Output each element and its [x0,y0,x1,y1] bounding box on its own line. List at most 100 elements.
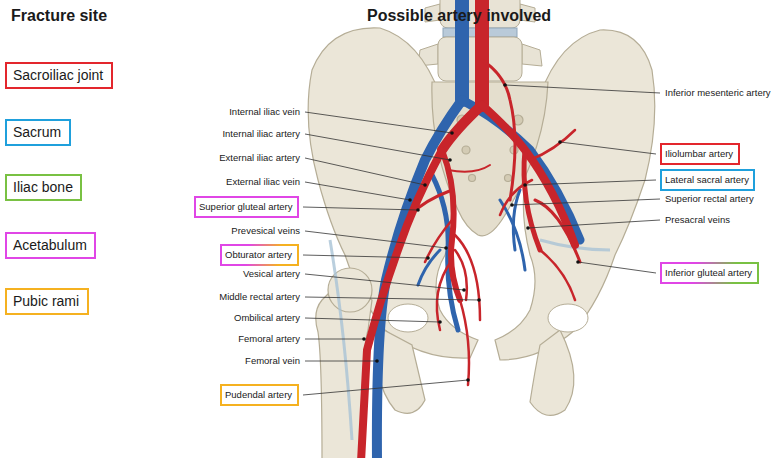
leader-line [305,274,464,290]
anatomy-label: Inferior mesenteric artery [664,87,772,98]
obturator-foramen [388,304,588,332]
leader-dot [477,298,481,302]
artery [442,105,482,150]
leader-line [305,112,452,133]
anatomy-label: External iliac vein [225,176,301,187]
hip-bone [377,328,425,413]
leader-line [305,231,446,248]
artery [437,260,452,330]
leader-dot [462,288,466,292]
ligament [330,240,352,440]
fracture-site-box: Sacrum [5,119,71,146]
sacrum-bone [505,175,512,182]
leader-line [578,262,656,273]
vein [500,200,525,270]
label-text: Presacral veins [664,214,731,225]
artery [361,150,442,458]
anatomy-label: Presacral veins [664,214,731,225]
anatomy-label: Superior rectal artery [664,193,755,204]
label-text: Ombilical artery [233,312,301,323]
artery-callout-box: Superior gluteal artery [194,196,299,218]
anatomy-label: Internal iliac vein [228,106,301,117]
obturator-foramen [388,304,428,332]
leader-line [525,180,656,185]
sacrum-bone [462,146,470,154]
box-text: Acetabulum [13,237,87,254]
artery-callout-box: Obturator artery [220,244,299,266]
box-text: Lateral sacral artery [665,174,749,185]
label-text: External iliac artery [218,152,301,163]
leader-dot [444,246,448,250]
leader-line [305,361,377,362]
label-text: Superior rectal artery [664,193,755,204]
leader-dot [558,140,562,144]
label-text: Possible artery involved [366,6,552,25]
leader-dot [466,378,470,382]
artery [482,60,515,200]
anatomy-label: Prevesical veins [230,225,301,236]
box-text: Sacroiliac joint [13,67,103,84]
box-text: Superior gluteal artery [199,201,292,212]
leader-dot [438,320,442,324]
anatomy-label: Ombilical artery [233,312,301,323]
lumbar-spine [522,44,542,66]
leader-line [512,199,660,205]
leader-line [303,207,418,210]
label-text: Inferior mesenteric artery [664,87,772,98]
leader-dot [362,337,366,341]
anatomy-label: External iliac artery [218,152,301,163]
artery [460,300,469,385]
box-text: Inferior gluteal artery [665,267,752,278]
label-text: Fracture site [10,6,108,25]
artery [455,250,467,300]
artery [448,165,490,172]
artery-callout-box: Inferior gluteal artery [660,262,759,284]
leader-dot [408,198,412,202]
label-text: Middle rectal artery [218,291,301,302]
fracture-site-box: Acetabulum [5,232,96,259]
column-heading: Possible artery involved [366,6,552,25]
leader-dot [450,131,454,135]
box-text: Sacrum [13,124,61,141]
artery-callout-box: Lateral sacral artery [660,169,755,191]
leader-dot [362,83,580,382]
leader-line [305,134,450,160]
hip-bone [495,30,655,360]
leader-line [505,85,660,93]
artery [530,130,575,160]
sacrum-bone [469,175,476,182]
box-text: Obturator artery [225,249,292,260]
leader-line [560,142,656,154]
leader-line [305,182,410,200]
box-text: Iliac bone [13,179,73,196]
leader-dot [423,183,427,187]
leader-line [303,380,468,395]
fracture-site-box: Iliac bone [5,174,82,201]
anatomy-label: Internal iliac artery [221,128,301,139]
leader-line [305,339,364,340]
box-text: Pudendal artery [225,389,292,400]
label-text: Femoral artery [237,333,301,344]
artery [361,0,580,458]
label-text: Femoral vein [244,355,301,366]
artery-callout-box: Iliolumbar artery [660,143,740,165]
leader-dot [576,260,580,264]
artery [425,220,452,262]
leader-line [303,255,428,258]
hip-bone [530,330,574,415]
leader-line [305,297,479,300]
label-text: Vesical artery [242,268,301,279]
label-text: Internal iliac artery [221,128,301,139]
leader-dot [523,183,527,187]
artery [455,235,480,320]
leader-line [528,220,660,228]
anatomy-label: Vesical artery [242,268,301,279]
box-text: Iliolumbar artery [665,148,733,159]
label-text: Internal iliac vein [228,106,301,117]
anatomy-label: Femoral artery [237,333,301,344]
artery-callout-box: Pudendal artery [220,384,299,406]
artery [540,250,575,300]
anatomy-label: Middle rectal artery [218,291,301,302]
leader-dot [375,359,379,363]
